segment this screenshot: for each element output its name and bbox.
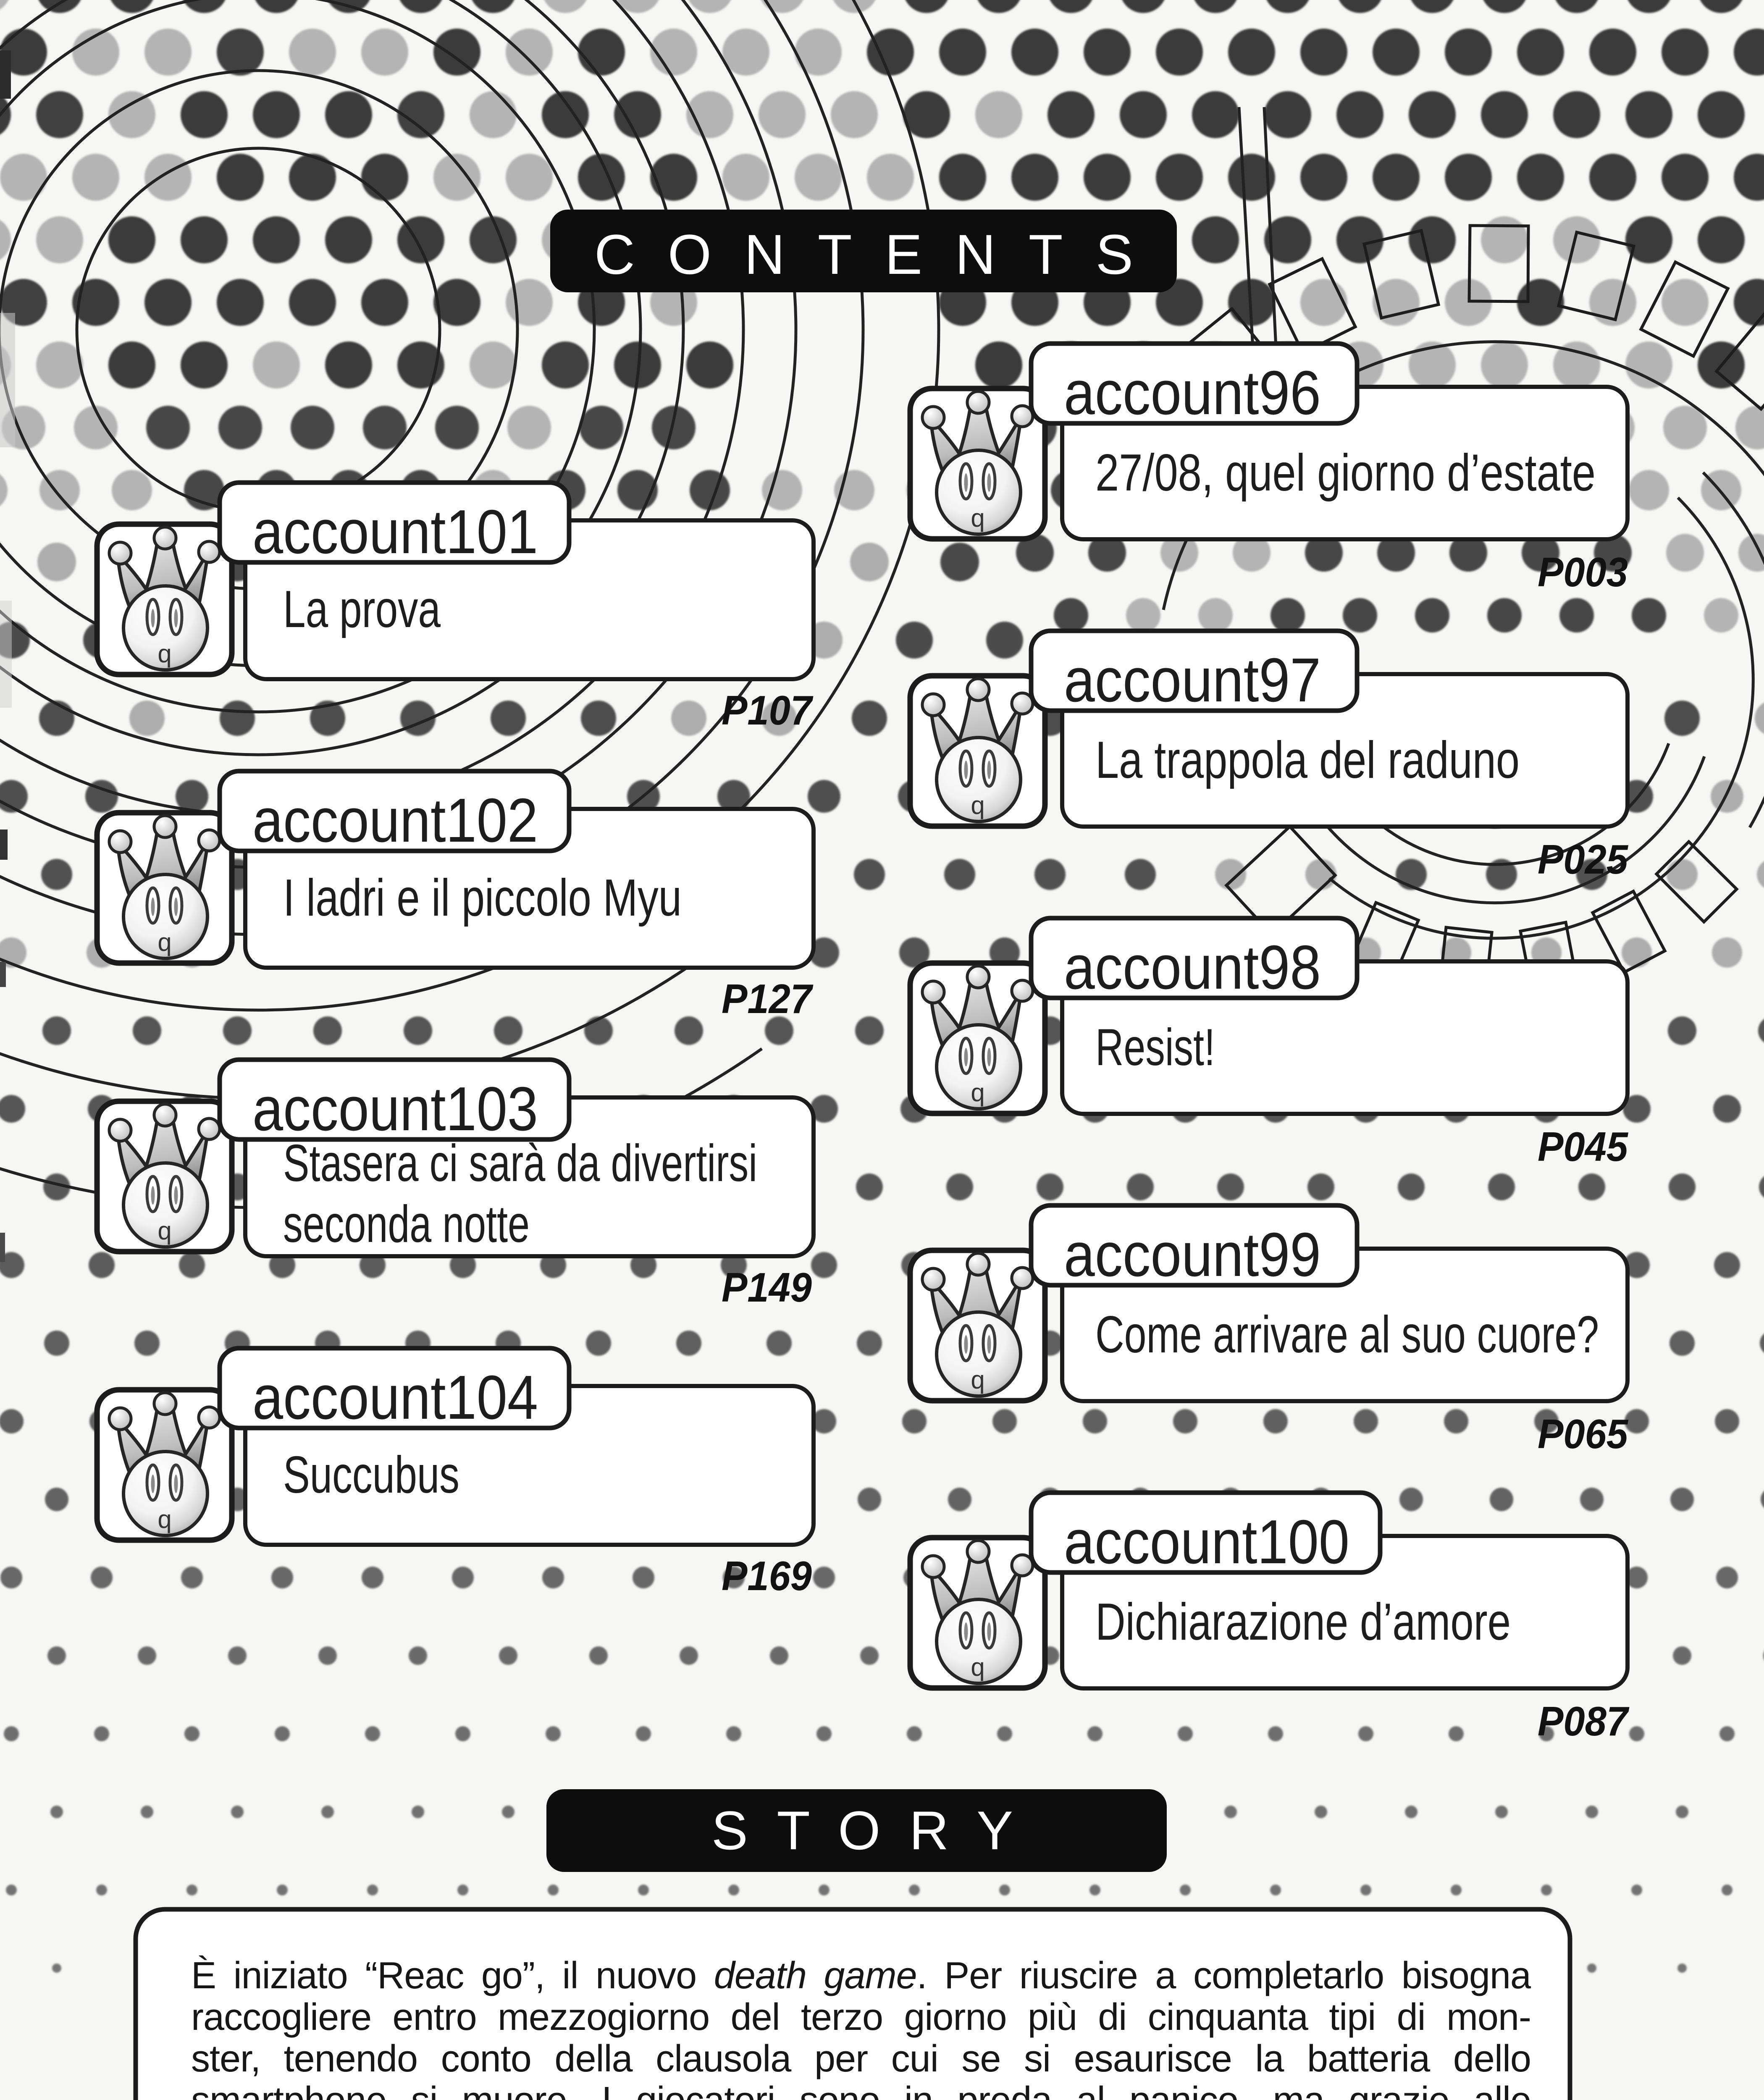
svg-text:P003: P003 bbox=[1538, 549, 1628, 595]
svg-text:Dichiarazione d’amore: Dichiarazione d’amore bbox=[1095, 1593, 1511, 1651]
svg-text:account104: account104 bbox=[252, 1363, 538, 1432]
svg-text:P025: P025 bbox=[1538, 836, 1628, 882]
svg-text:P169: P169 bbox=[722, 1553, 812, 1599]
svg-text:account100: account100 bbox=[1064, 1507, 1349, 1577]
svg-text:Come arrivare al suo cuore?: Come arrivare al suo cuore? bbox=[1095, 1306, 1599, 1364]
svg-text:account103: account103 bbox=[252, 1074, 538, 1144]
svg-text:account102: account102 bbox=[252, 786, 538, 855]
svg-text:account96: account96 bbox=[1064, 358, 1321, 428]
svg-text:Resist!: Resist! bbox=[1095, 1018, 1215, 1076]
svg-text:P149: P149 bbox=[722, 1264, 812, 1310]
svg-text:La trappola del raduno: La trappola del raduno bbox=[1095, 731, 1520, 789]
svg-text:account98: account98 bbox=[1064, 933, 1321, 1002]
svg-text:account97: account97 bbox=[1064, 646, 1321, 715]
svg-text:I ladri e il piccolo Myu: I ladri e il piccolo Myu bbox=[283, 869, 682, 927]
svg-text:account101: account101 bbox=[252, 497, 538, 567]
svg-text:P087: P087 bbox=[1538, 1698, 1630, 1744]
svg-text:seconda notte: seconda notte bbox=[283, 1195, 530, 1253]
svg-text:P045: P045 bbox=[1538, 1124, 1628, 1170]
svg-text:P065: P065 bbox=[1538, 1411, 1628, 1457]
svg-text:account99: account99 bbox=[1064, 1220, 1321, 1289]
svg-text:27/08, quel giorno d’estate: 27/08, quel giorno d’estate bbox=[1095, 444, 1596, 502]
svg-text:P127: P127 bbox=[722, 976, 814, 1022]
svg-text:Succubus: Succubus bbox=[283, 1446, 459, 1504]
svg-text:La prova: La prova bbox=[283, 580, 441, 638]
svg-text:Stasera ci sarà da divertirsi: Stasera ci sarà da divertirsi bbox=[283, 1134, 757, 1192]
svg-text:P107: P107 bbox=[722, 687, 814, 733]
